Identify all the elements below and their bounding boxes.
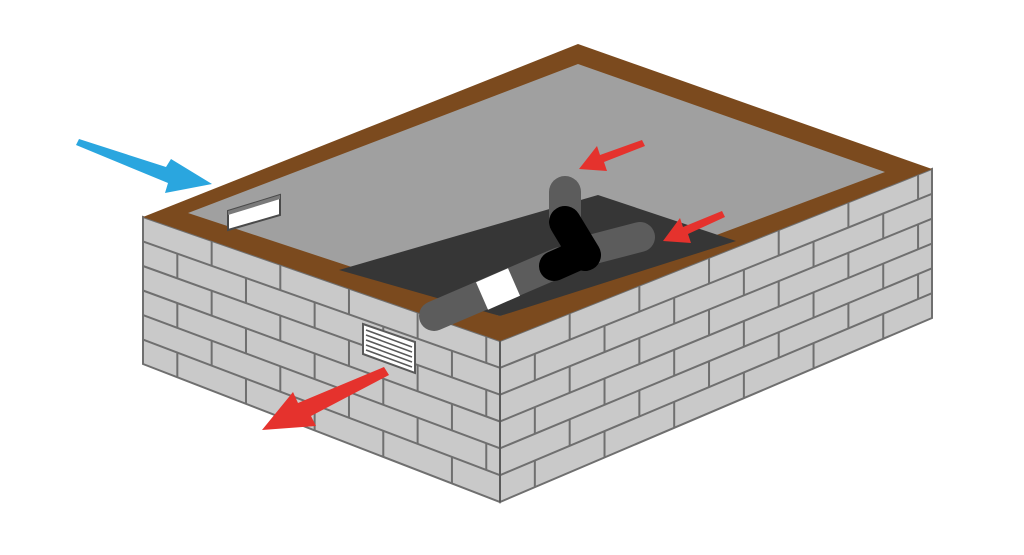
blue-arrow-icon	[76, 139, 212, 193]
mortar-line	[500, 217, 932, 396]
mortar-line	[143, 314, 500, 450]
pipe-elbow	[549, 206, 601, 271]
back-wall-vent	[227, 193, 281, 232]
left-brick-wall	[142, 215, 501, 504]
vent-slat	[365, 344, 413, 363]
mortar-line	[500, 242, 932, 423]
vent-slat	[365, 334, 413, 353]
red-arrow-icon	[663, 211, 725, 243]
mortar-line	[143, 289, 500, 423]
mortar-line	[500, 292, 932, 477]
red-arrow-icon	[262, 367, 389, 430]
front-wall-vent	[362, 322, 416, 375]
drain-pipes	[419, 176, 655, 331]
mortar-line	[143, 265, 500, 396]
mortar-line	[500, 267, 932, 450]
mortar-line	[500, 192, 932, 369]
red-arrow-icon	[579, 140, 645, 171]
crawlspace-floor	[188, 64, 885, 316]
vent-slat	[365, 349, 413, 368]
vent-slat	[365, 339, 413, 358]
vent-slat	[365, 329, 413, 348]
mortar-line	[143, 240, 500, 369]
pipe-white-segment	[475, 268, 521, 310]
